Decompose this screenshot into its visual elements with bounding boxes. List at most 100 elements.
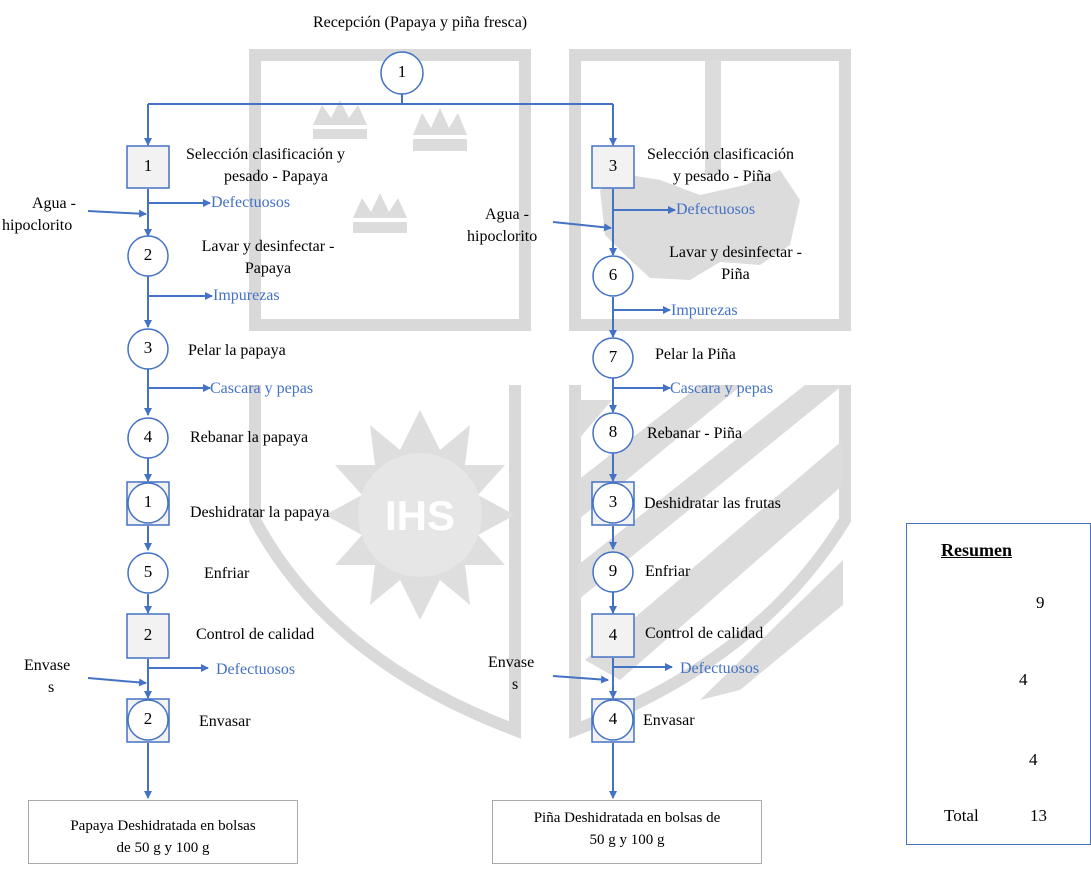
pina-output-defectuosos: Defectuosos: [676, 201, 756, 218]
pina-step7-number: 4: [608, 625, 618, 644]
summary-inspections-count: 4: [1019, 670, 1028, 689]
papaya-step5-number: 1: [143, 492, 153, 511]
papaya-step2-number: 2: [143, 245, 153, 264]
pina-step3-number: 7: [608, 347, 618, 366]
papaya-output-impurezas: Impurezas: [213, 287, 280, 304]
operation-circle: [127, 328, 169, 370]
papaya-envases-line1: Envase: [24, 657, 71, 674]
combined-circle: [127, 699, 169, 741]
papaya-output-cascara: Cascara y pepas: [210, 380, 314, 397]
pina-step1-line1: Selección clasificación: [647, 146, 795, 163]
papaya-water-line2: hipoclorito: [2, 217, 73, 234]
pina-output-impurezas: Impurezas: [671, 302, 738, 319]
papaya-step3-number: 3: [143, 338, 153, 357]
papaya-step1-line1: Selección clasificación y: [186, 146, 346, 163]
operation-circle: [592, 337, 634, 379]
papaya-product-line2: de 50 g y 100 g: [116, 840, 210, 856]
papaya-step3-label: Pelar la papaya: [188, 342, 286, 359]
summary-total-label: Total: [944, 806, 979, 825]
combined-circle: [592, 699, 634, 741]
pina-symbols: [591, 145, 635, 743]
pina-output-cascara: Cascara y pepas: [670, 380, 774, 397]
papaya-water-line1: Agua -: [32, 195, 76, 212]
papaya-step4-number: 4: [143, 427, 153, 446]
papaya-step5-label: Deshidratar la papaya: [190, 504, 330, 521]
pina-step2-number: 6: [608, 265, 618, 284]
reception-label: Recepción (Papaya y piña fresca): [313, 14, 528, 31]
pina-step1-number: 3: [608, 156, 618, 175]
papaya-step1-number: 1: [143, 156, 153, 175]
papaya-step7-label: Control de calidad: [196, 626, 315, 643]
papaya-envases-input: Envase s: [24, 655, 70, 699]
pina-step1-label: Selección clasificación y pesado - Piña: [647, 144, 794, 188]
pina-water-line2: hipoclorito: [467, 228, 538, 245]
papaya-symbols: [126, 145, 170, 743]
pina-envases-line2: s: [512, 676, 519, 693]
watermark-stripes: [578, 385, 843, 700]
operation-circle: [592, 255, 634, 297]
combined-circle: [592, 482, 634, 524]
papaya-output-defectuosos-2: Defectuosos: [216, 661, 296, 678]
pina-step2-line1: Lavar y desinfectar -: [669, 244, 802, 261]
papaya-step7-number: 2: [143, 625, 153, 644]
pina-step1-line2: y pesado - Piña: [673, 168, 772, 185]
operation-circle: [127, 235, 169, 277]
papaya-step4-label: Rebanar la papaya: [190, 429, 309, 446]
combined-circle: [127, 482, 169, 524]
watermark-crown-icons: [313, 100, 467, 233]
papaya-output-defectuosos: Defectuosos: [211, 194, 291, 211]
pina-step7-label: Control de calidad: [645, 625, 764, 642]
papaya-step1-label: Selección clasificación y pesado - Papay…: [186, 144, 345, 188]
operation-circle: [127, 417, 169, 459]
pina-step6-label: Enfriar: [645, 563, 691, 580]
pina-step5-label: Deshidratar las frutas: [644, 495, 781, 512]
papaya-step1-line2: pesado - Papaya: [224, 168, 328, 185]
pina-step8-number: 4: [608, 709, 618, 728]
flow-connectors: [87, 94, 676, 799]
pina-step6-number: 9: [608, 561, 618, 580]
papaya-step6-number: 5: [143, 562, 153, 581]
pina-final-product: Piña Deshidratada en bolsas de 50 g y 10…: [492, 800, 762, 864]
summary-total-value: 13: [1030, 806, 1047, 825]
papaya-envases-line2: s: [48, 679, 55, 696]
pina-envases-line1: Envase: [488, 654, 535, 671]
papaya-step2-label: Lavar y desinfectar - Papaya: [188, 236, 348, 280]
inspection-square: [126, 613, 170, 659]
pina-step8-label: Envasar: [643, 712, 695, 729]
papaya-water-input: Agua - hipoclorito: [2, 193, 76, 237]
papaya-step6-label: Enfriar: [204, 565, 250, 582]
papaya-step2-line1: Lavar y desinfectar -: [201, 238, 335, 255]
pina-step2-line2: Piña: [721, 266, 750, 283]
watermark-lion-icon: [600, 60, 800, 280]
papaya-step8-number: 2: [143, 709, 153, 728]
pina-step4-number: 8: [608, 422, 618, 441]
watermark-ihs-text: IHS: [385, 492, 455, 539]
operation-circle: [380, 51, 424, 95]
papaya-final-product: Papaya Deshidratada en bolsas de 50 g y …: [28, 800, 298, 864]
pina-step3-label: Pelar la Piña: [655, 346, 736, 363]
papaya-step8-label: Envasar: [199, 713, 251, 730]
pina-output-defectuosos-2: Defectuosos: [680, 660, 760, 677]
summary-operations-count: 9: [1036, 593, 1045, 612]
operation-circle: [592, 551, 634, 593]
operation-circle: [592, 412, 634, 454]
reception-step-number: 1: [397, 62, 407, 81]
summary-combined-count: 4: [1029, 750, 1038, 769]
pina-product-line1: Piña Deshidratada en bolsas de: [533, 810, 721, 826]
inspection-square: [126, 145, 170, 189]
summary-title: Resumen: [941, 540, 1012, 560]
pina-step5-number: 3: [608, 492, 618, 511]
operation-circle: [127, 552, 169, 594]
inspection-square: [591, 613, 635, 658]
pina-water-line1: Agua -: [485, 206, 529, 223]
watermark-sun-icon: [325, 410, 515, 620]
summary-box: [906, 523, 1091, 845]
inspection-square: [591, 145, 635, 189]
pina-step2-label: Lavar y desinfectar - Piña: [648, 242, 823, 286]
pina-water-input: Agua - hipoclorito: [467, 204, 537, 248]
pina-envases-input: Envase s: [488, 652, 534, 696]
pina-product-line2: 50 g y 100 g: [589, 832, 665, 848]
papaya-step2-line2: Papaya: [244, 260, 292, 277]
papaya-product-line1: Papaya Deshidratada en bolsas: [70, 818, 256, 834]
pina-step4-label: Rebanar - Piña: [647, 425, 743, 442]
